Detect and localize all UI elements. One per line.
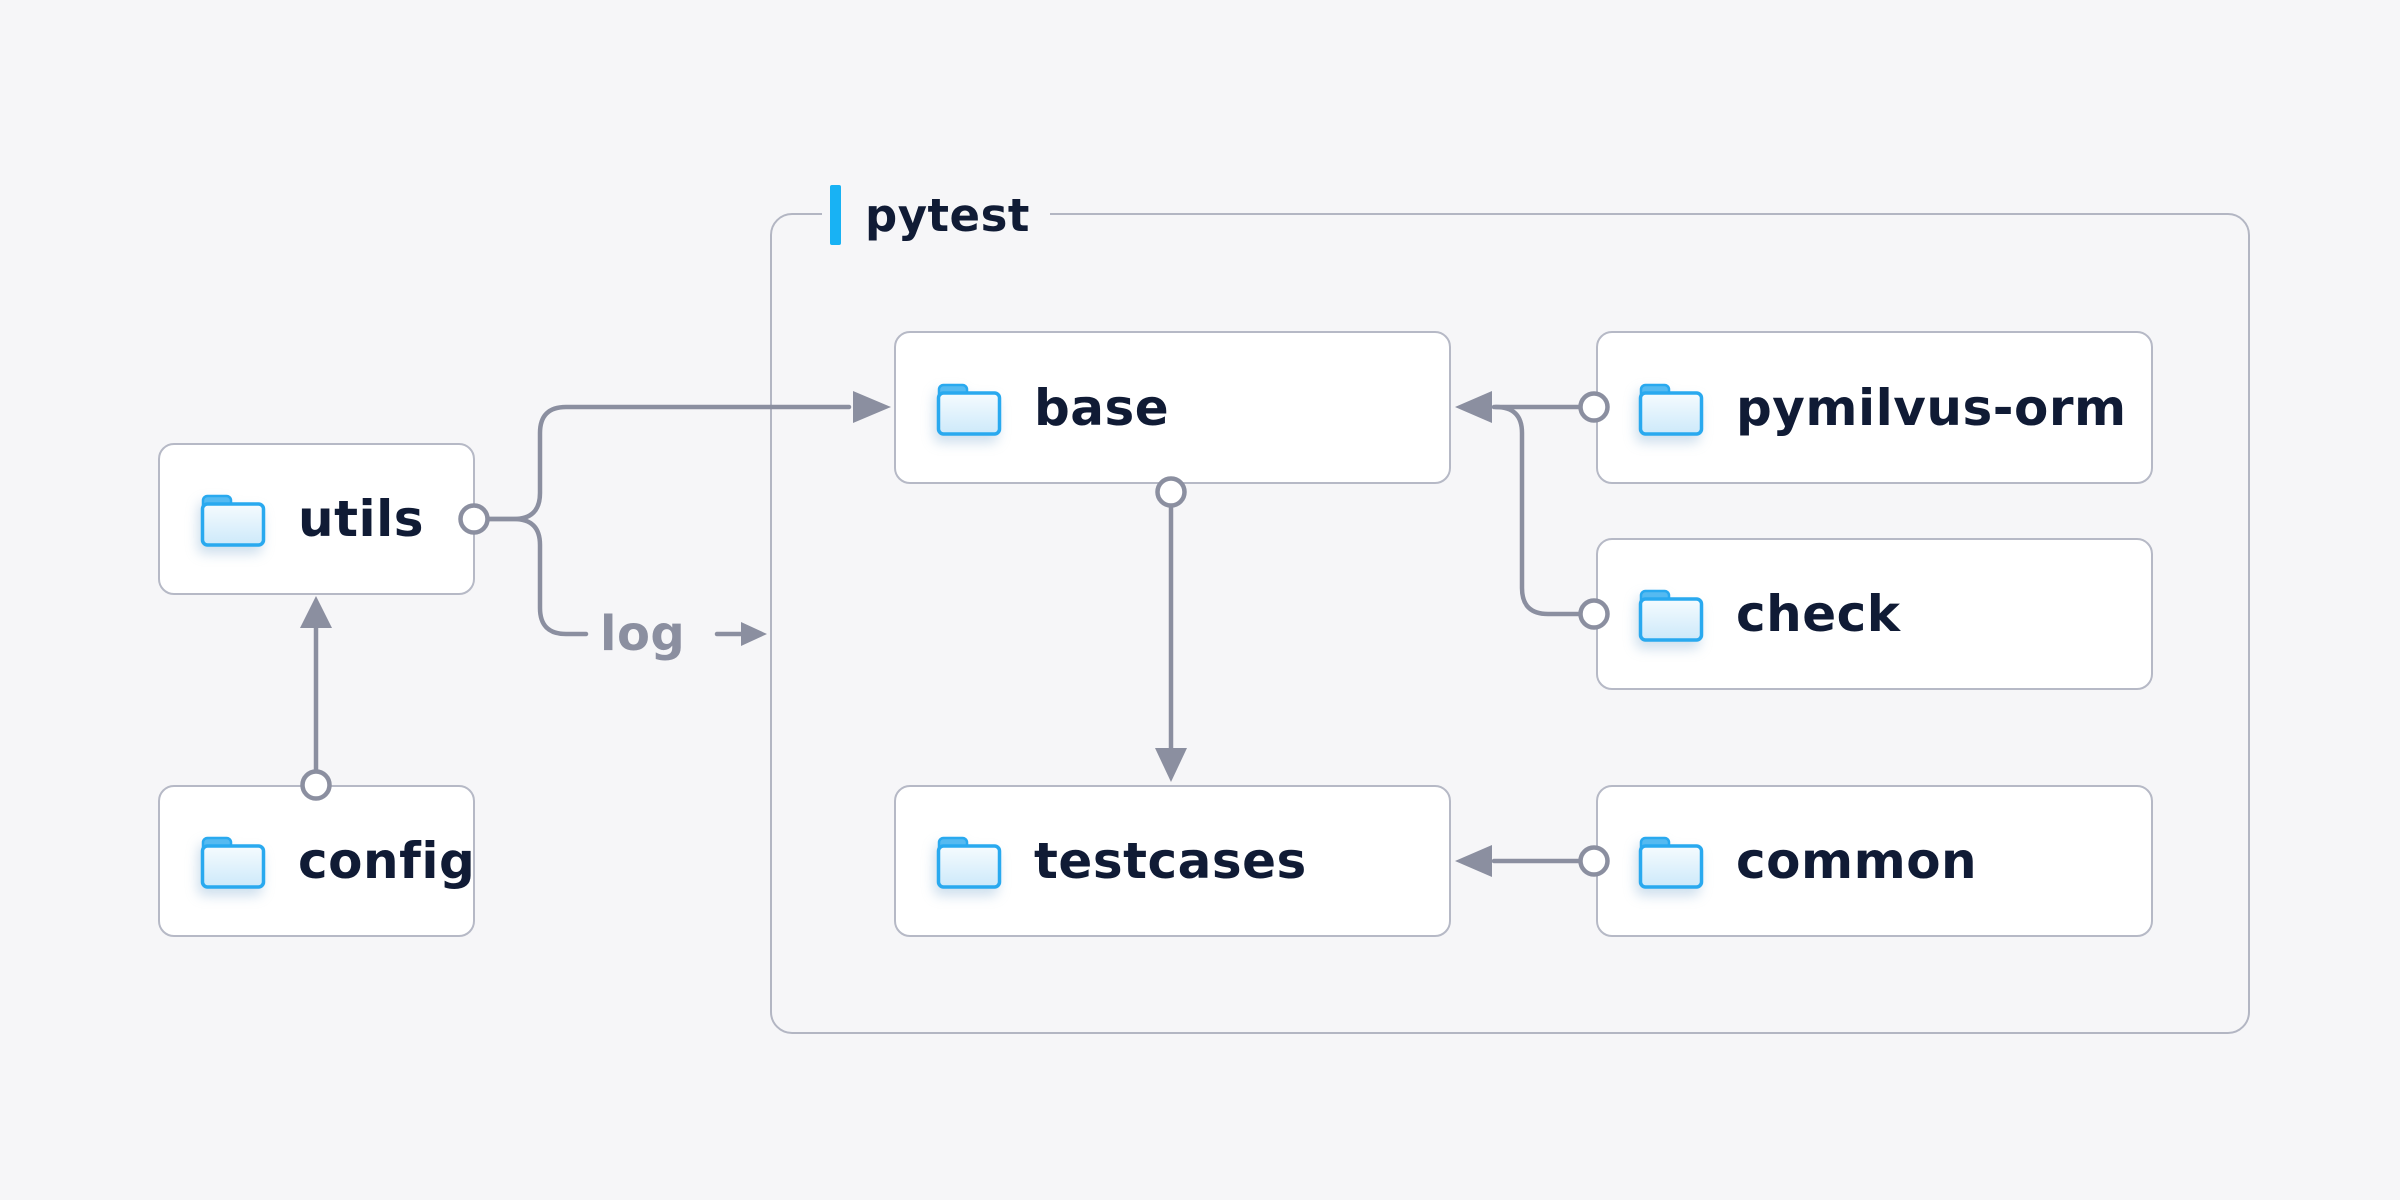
group-title: pytest [865,188,1030,242]
folder-icon [936,380,1002,436]
node-config: config [158,785,475,937]
folder-icon [200,491,266,547]
accent-bar-icon [830,185,841,245]
arrowhead-log [741,622,767,646]
edge-label-log: log [600,606,686,662]
node-pymilvus-orm: pymilvus-orm [1596,331,2153,484]
arrowhead-into-utils [300,596,332,628]
node-testcases: testcases [894,785,1451,937]
folder-icon [200,833,266,889]
node-label: check [1736,585,1901,643]
node-label: base [1034,378,1170,437]
node-label: common [1736,832,1978,890]
edge-utils-log [485,516,589,637]
pytest-group-label: pytest [822,184,1050,246]
node-label: testcases [1034,832,1307,890]
folder-icon [1638,833,1704,889]
node-utils: utils [158,443,475,595]
node-label: utils [298,490,425,548]
node-label: config [298,832,476,890]
node-check: check [1596,538,2153,690]
node-base: base [894,331,1451,484]
node-label: pymilvus-orm [1736,378,2127,437]
node-common: common [1596,785,2153,937]
folder-icon [1638,380,1704,436]
folder-icon [936,833,1002,889]
pytest-group-container: pytest [770,184,2250,1034]
folder-icon [1638,586,1704,642]
